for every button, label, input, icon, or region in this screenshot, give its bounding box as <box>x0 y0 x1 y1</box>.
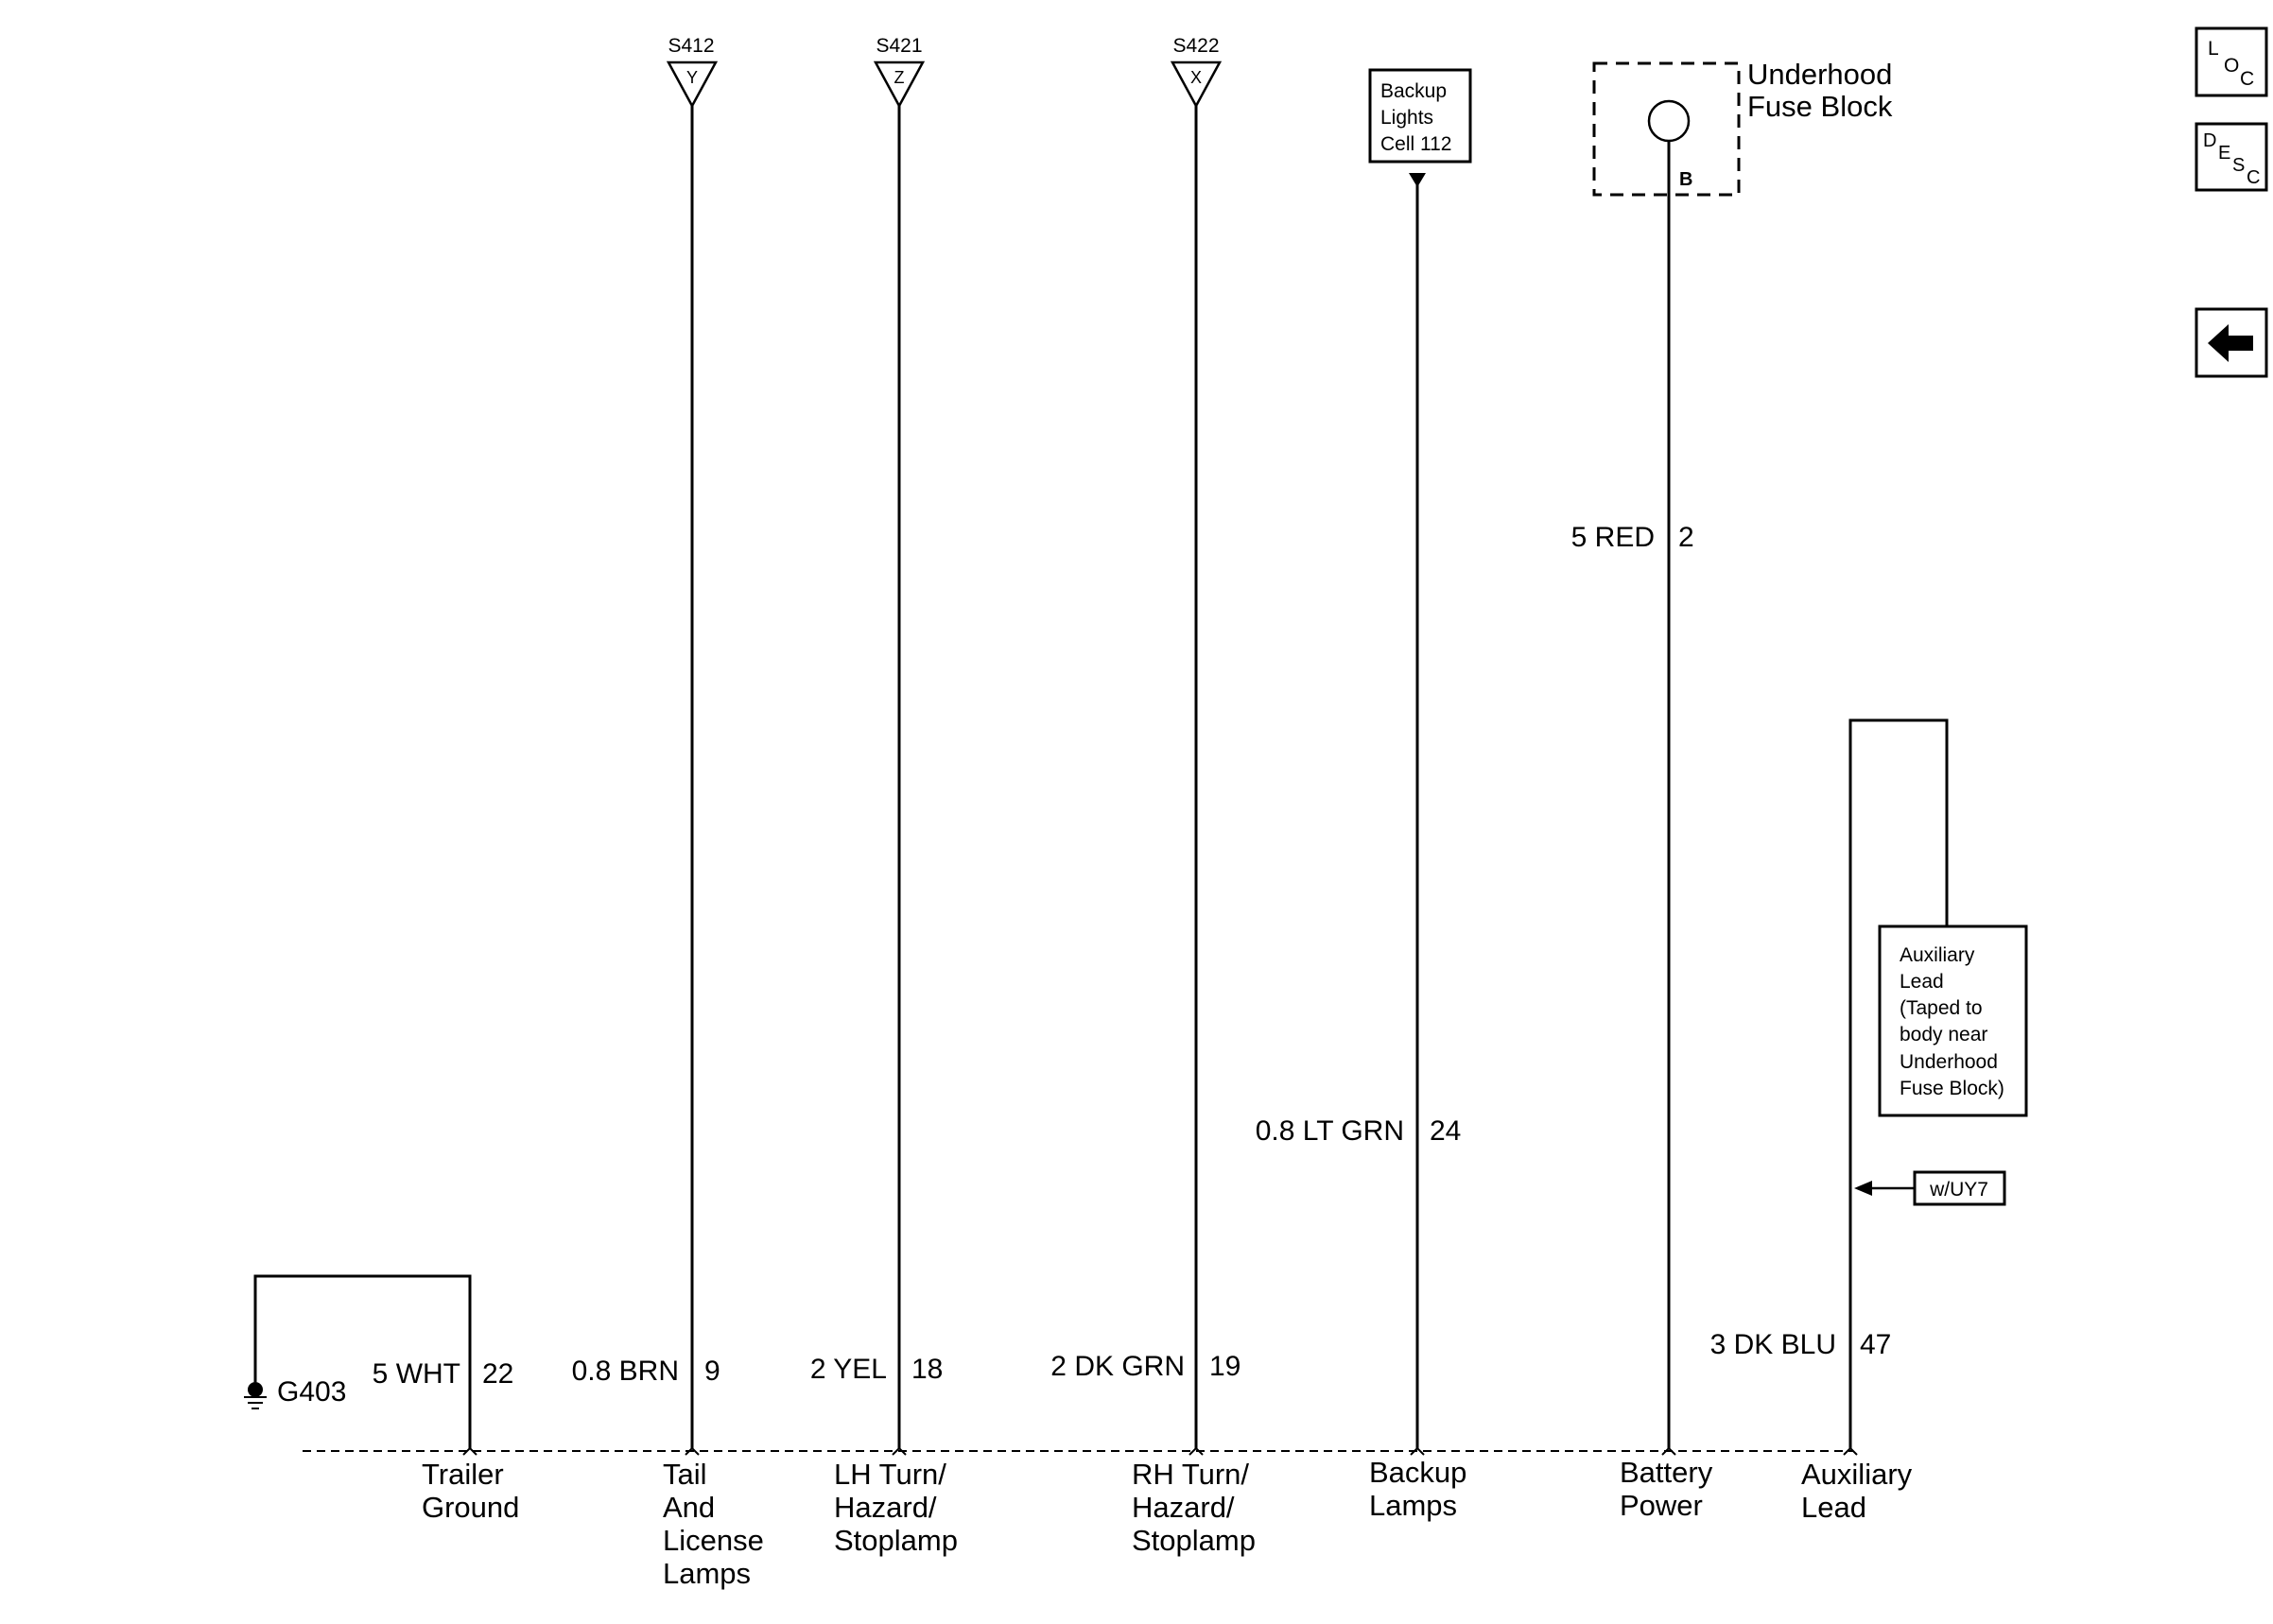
circuit-number: 22 <box>482 1358 513 1390</box>
wire-color-label: 0.8 BRN <box>572 1356 679 1387</box>
wire-color-label: 2 DK GRN <box>1050 1351 1185 1382</box>
splice-s421: S421 Z <box>873 35 926 109</box>
fuse-terminal-icon <box>1647 99 1691 143</box>
pin-label-rh-turn: RH Turn/ Hazard/ Stoplamp <box>1132 1458 1258 1557</box>
desc-letter: E <box>2218 143 2230 164</box>
pin-label-auxiliary-lead: Auxiliary Lead <box>1801 1458 1920 1524</box>
fuse-block-title-1: Underhood <box>1747 58 1892 91</box>
circuit-number: 47 <box>1860 1329 1891 1360</box>
ground-id: G403 <box>277 1376 346 1408</box>
pin-label-tail-license: Tail And License Lamps <box>663 1458 772 1590</box>
auxiliary-lead-note: Auxiliary Lead (Taped to body near Under… <box>1878 924 2028 1117</box>
wire-labels: 5 WHT 22 0.8 BRN 9 2 YEL 18 2 DK GRN 19 … <box>373 522 1892 1390</box>
arrow-left-icon <box>1854 1181 1872 1196</box>
circuit-number: 19 <box>1209 1351 1241 1382</box>
loc-letter: C <box>2240 68 2254 90</box>
wire-color-label: 2 YEL <box>810 1354 887 1385</box>
fuse-terminal-label: B <box>1679 169 1692 190</box>
aux-note-line: Underhood <box>1900 1051 1998 1073</box>
desc-letter: D <box>2203 130 2216 151</box>
loc-button[interactable]: L O C <box>2195 26 2268 97</box>
backup-lights-reference: Backup Lights Cell 112 <box>1368 68 1472 187</box>
backup-ref-line-3: Cell 112 <box>1380 133 1452 155</box>
splice-id: S421 <box>876 35 922 57</box>
desc-letter: C <box>2247 167 2260 188</box>
underhood-fuse-block: B Underhood Fuse Block <box>1592 58 1893 197</box>
loc-letter: O <box>2224 55 2239 77</box>
desc-letter: S <box>2232 155 2245 176</box>
pin-label-battery-power: Battery Power <box>1620 1456 1721 1522</box>
back-arrow-icon <box>2208 324 2253 362</box>
splice-s412: S412 Y <box>666 35 719 109</box>
splice-letter: X <box>1190 68 1202 87</box>
option-tag: w/UY7 <box>1854 1170 2006 1206</box>
wire-color-label: 5 WHT <box>373 1358 460 1390</box>
splice-id: S412 <box>668 35 714 57</box>
fuse-block-title-2: Fuse Block <box>1747 90 1893 123</box>
backup-ref-line-2: Lights <box>1380 107 1433 129</box>
aux-note-line: body near <box>1900 1024 1987 1045</box>
backup-ref-line-1: Backup <box>1380 80 1447 102</box>
wire-color-label: 0.8 LT GRN <box>1256 1115 1404 1147</box>
option-tag-label: w/UY7 <box>1929 1179 1988 1201</box>
wire-color-label: 5 RED <box>1571 522 1655 553</box>
pin-function-labels: Trailer Ground Tail And License Lamps LH… <box>422 1456 1920 1590</box>
trailer-ground-circuit: G403 <box>244 1274 472 1448</box>
wire-color-label: 3 DK BLU <box>1710 1329 1836 1360</box>
pin-label-trailer-ground: Trailer Ground <box>422 1458 519 1524</box>
connector-pins <box>462 1446 1858 1456</box>
circuit-number: 24 <box>1430 1115 1461 1147</box>
aux-note-line: (Taped to <box>1900 997 1983 1019</box>
desc-button[interactable]: D E S C <box>2195 122 2268 192</box>
aux-note-line: Fuse Block) <box>1900 1078 2004 1099</box>
aux-note-line: Lead <box>1900 971 1944 993</box>
circuit-number: 18 <box>911 1354 943 1385</box>
circuit-number: 2 <box>1678 522 1694 553</box>
splice-s422: S422 X <box>1170 35 1223 109</box>
splice-letter: Z <box>894 68 905 87</box>
splice-id: S422 <box>1172 35 1219 57</box>
pin-label-lh-turn: LH Turn/ Hazard/ Stoplamp <box>834 1458 958 1557</box>
pin-label-backup-lamps: Backup Lamps <box>1369 1456 1475 1522</box>
aux-note-line: Auxiliary <box>1900 944 1975 966</box>
loc-letter: L <box>2208 38 2219 60</box>
ground-symbol-icon <box>248 1382 263 1397</box>
wire-auxiliary-lead <box>1848 718 1949 1448</box>
arrow-down-icon <box>1409 173 1426 187</box>
back-button[interactable] <box>2195 307 2268 378</box>
splice-letter: Y <box>686 68 698 87</box>
circuit-number: 9 <box>704 1356 720 1387</box>
